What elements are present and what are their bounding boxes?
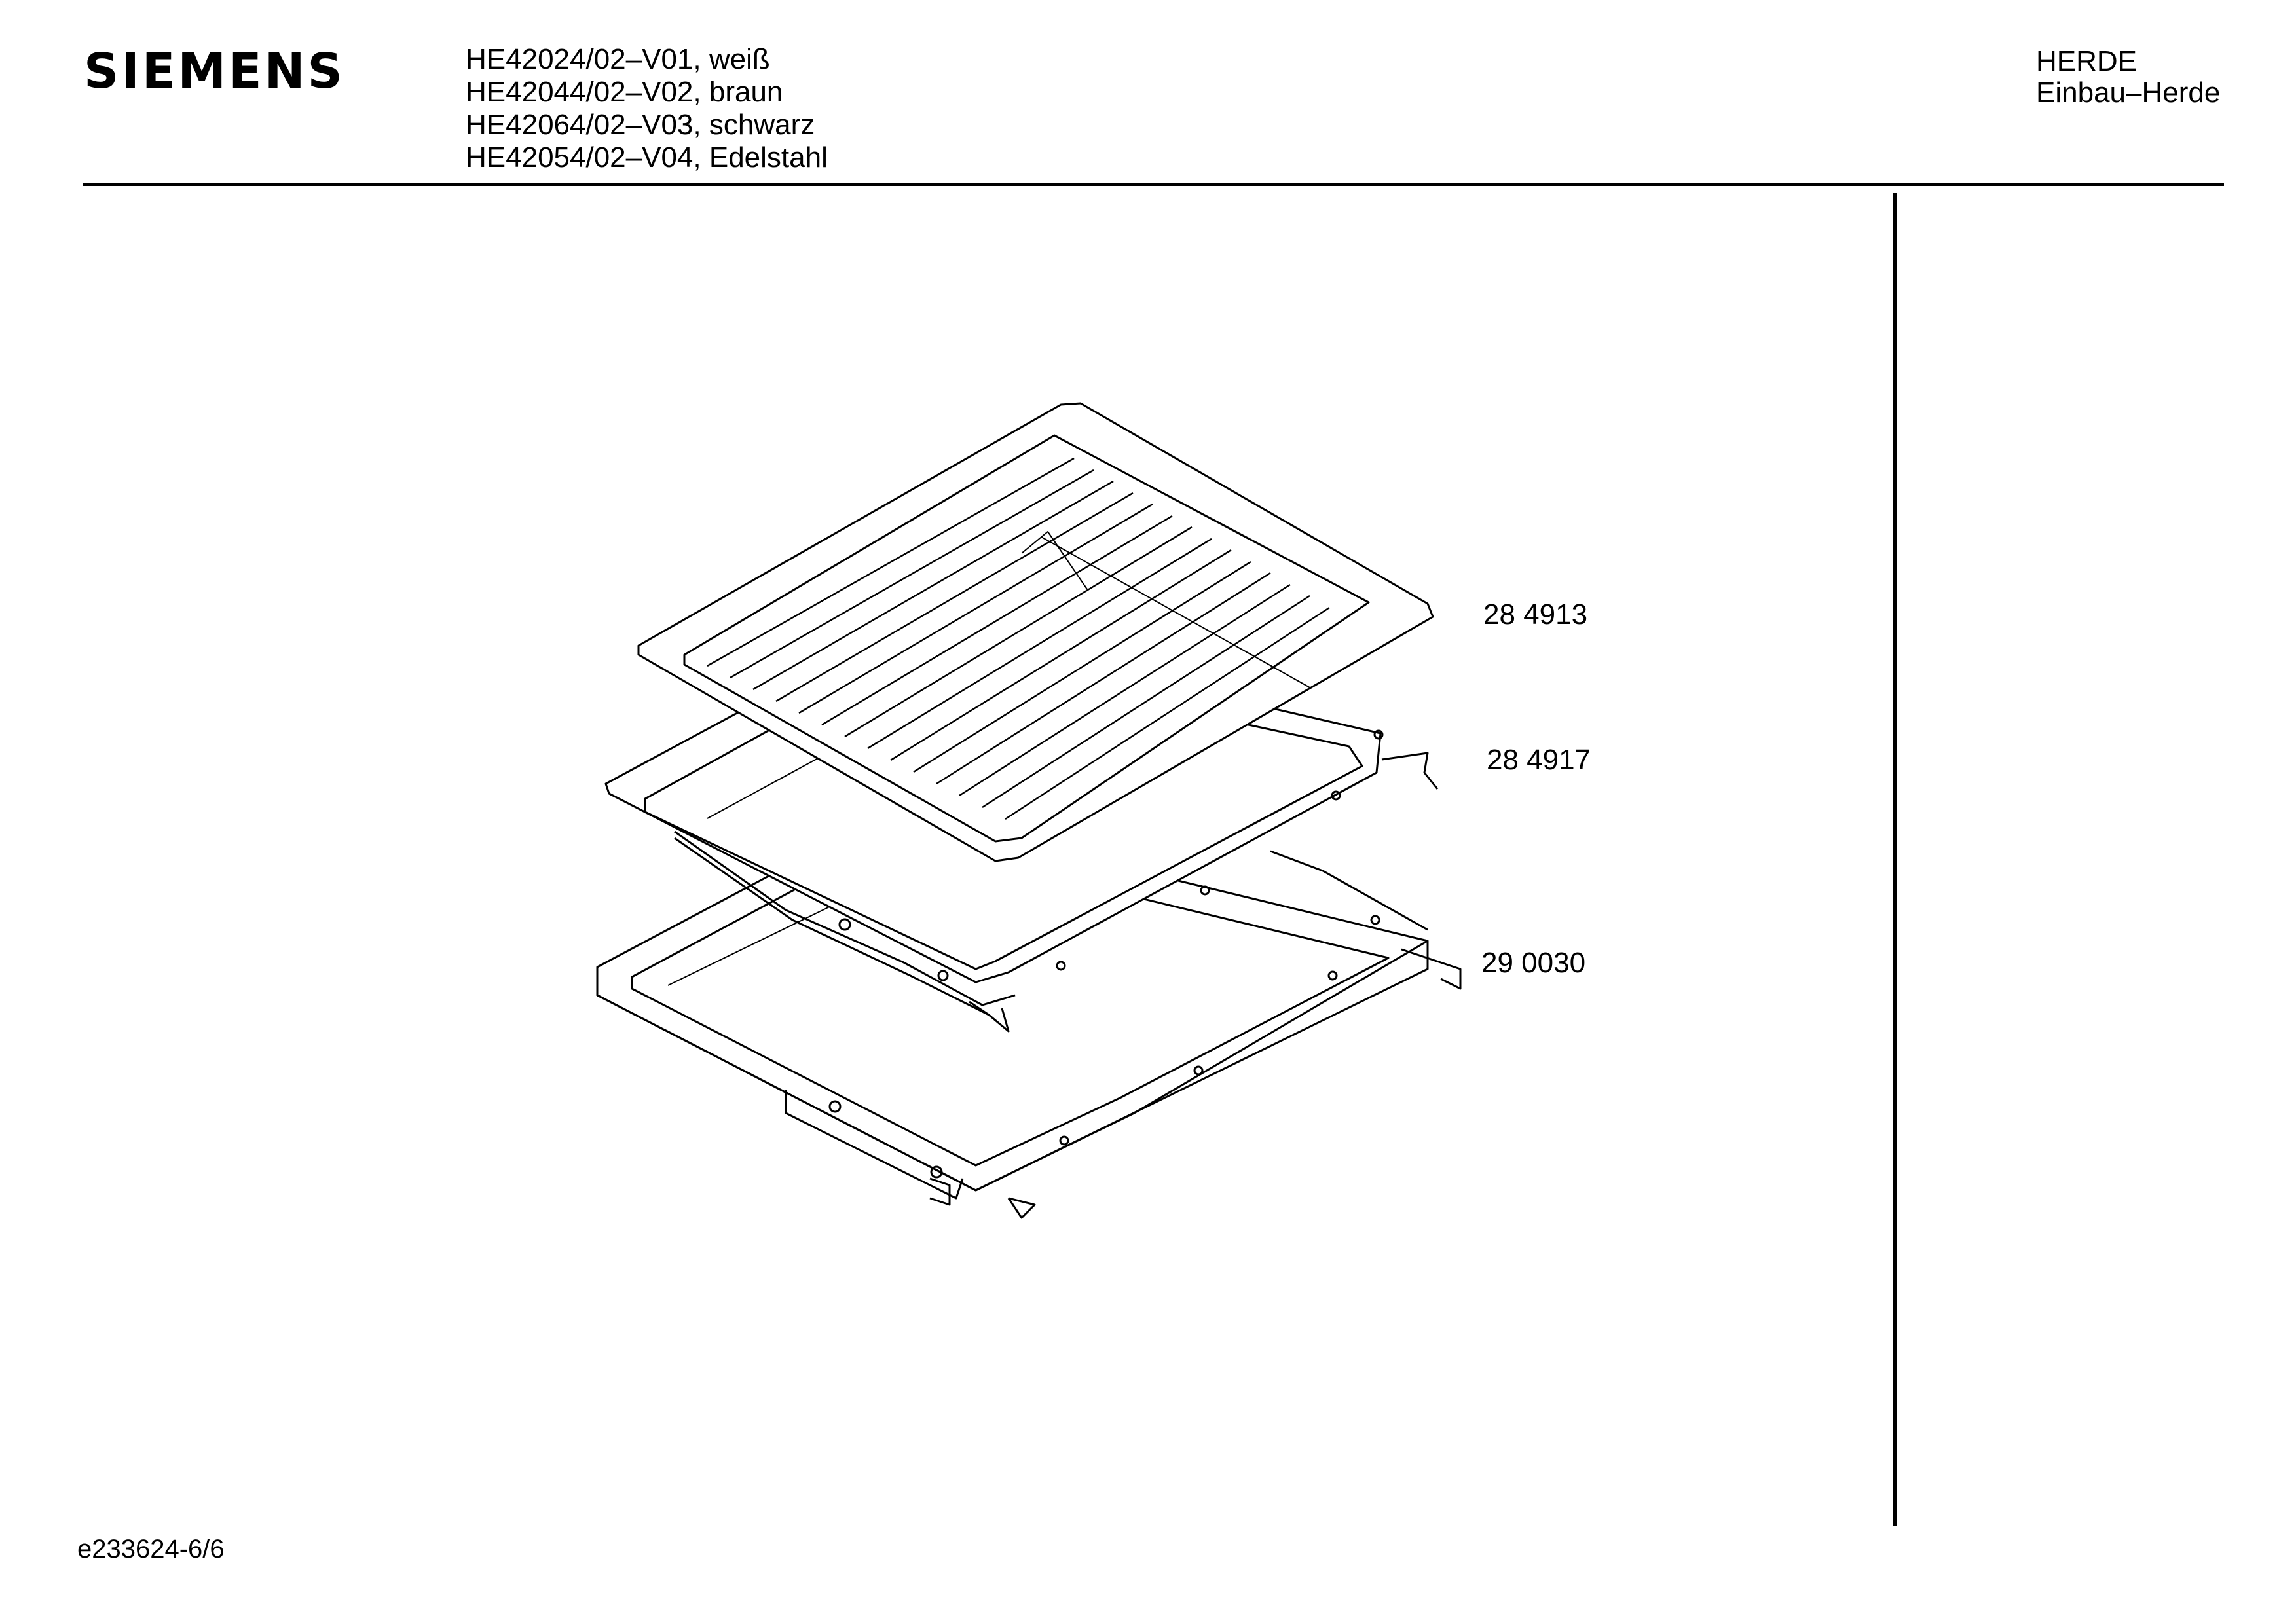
part-number-rack: 28 4913: [1483, 598, 1588, 631]
category-subtitle: Einbau–Herde: [2036, 77, 2221, 109]
category-block: HERDE Einbau–Herde: [2036, 46, 2220, 109]
model-line: HE42044/02–V02, braun: [466, 76, 783, 108]
rack-drawing: [637, 402, 1434, 862]
model-list: HE42024/02–V01, weiß HE42044/02–V02, bra…: [466, 43, 828, 174]
model-line: HE42054/02–V04, Edelstahl: [466, 141, 828, 174]
side-divider: [1893, 193, 1897, 1526]
model-line: HE42064/02–V03, schwarz: [466, 109, 815, 141]
model-line: HE42024/02–V01, weiß: [466, 43, 770, 75]
part-number-frame: 29 0030: [1481, 947, 1586, 979]
category-title: HERDE: [2036, 45, 2138, 77]
document-id: e233624-6/6: [77, 1535, 225, 1564]
siemens-logo: SIEMENS: [84, 43, 345, 100]
part-number-baking-tray: 28 4917: [1487, 744, 1591, 776]
header-divider: [83, 183, 2224, 186]
